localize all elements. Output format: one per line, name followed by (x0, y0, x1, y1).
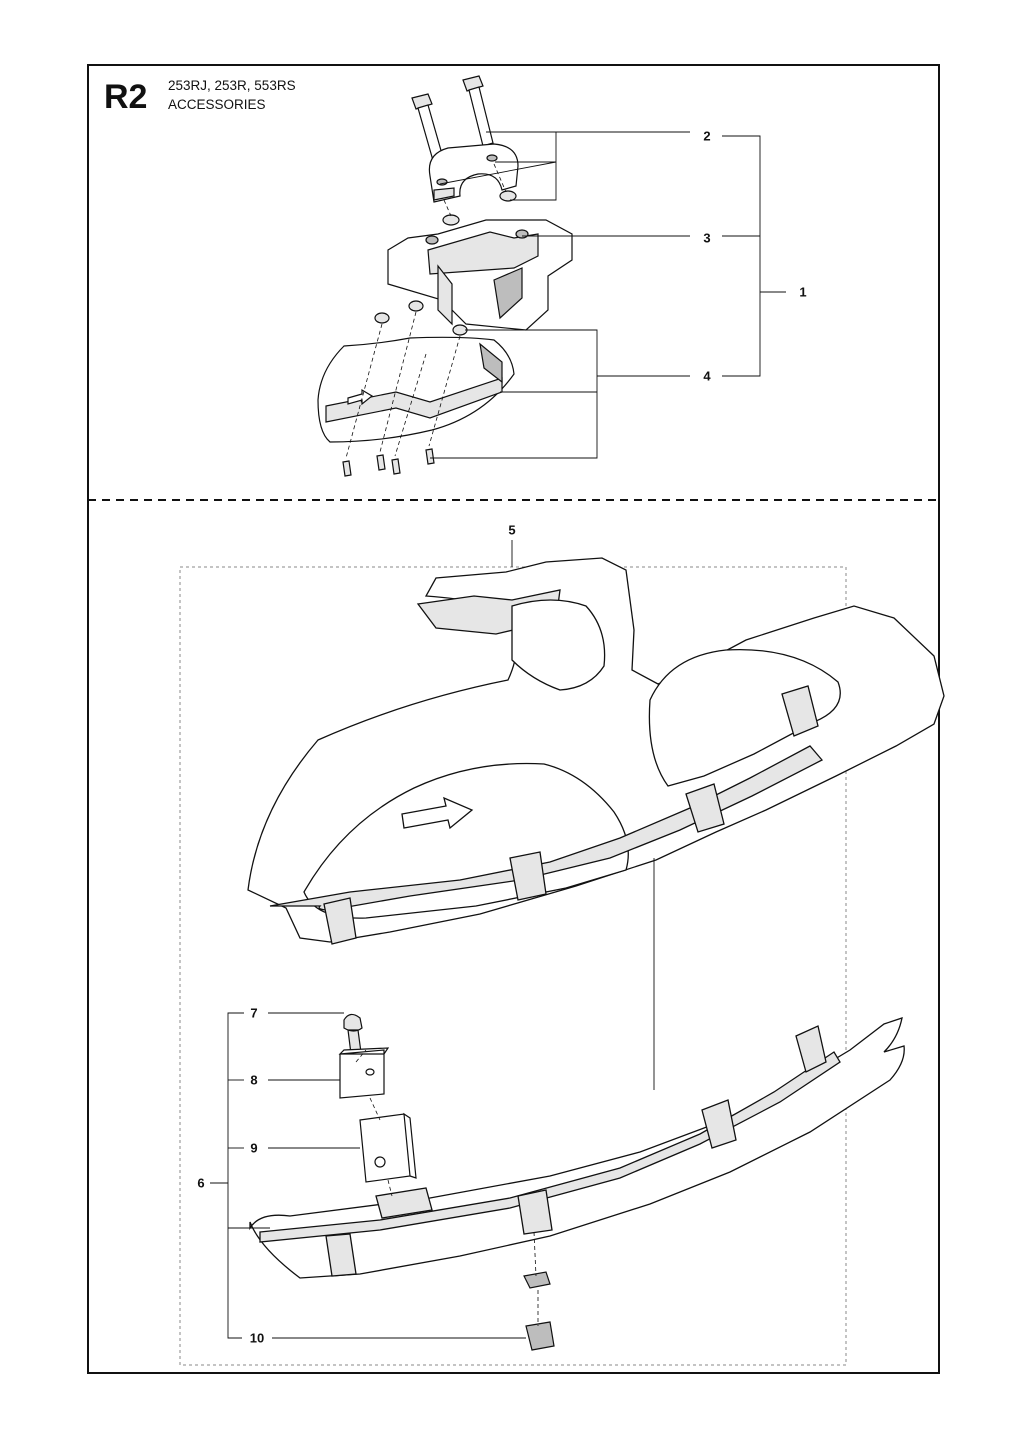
callout-3: 3 (703, 230, 711, 246)
callout-9: 9 (250, 1140, 258, 1156)
assembly-lines-upper (345, 163, 507, 459)
small-guard (317, 336, 515, 443)
insert-tab-1 (325, 1233, 357, 1277)
guard-tab-3 (685, 783, 725, 833)
upper-assembly (317, 75, 573, 477)
callout-2: 2 (703, 128, 711, 144)
bushing-1 (374, 312, 390, 324)
large-guard (247, 557, 945, 945)
bushing-3 (452, 324, 468, 336)
guard-tab-4 (781, 685, 819, 737)
kit-outline-box (179, 566, 847, 1366)
callout-5: 5 (508, 522, 516, 538)
blade-insert (249, 1017, 905, 1279)
clamp-bolts (411, 75, 494, 165)
callout-10: 10 (249, 1330, 265, 1346)
upper-clamp (428, 143, 519, 203)
leader-lines-upper (430, 131, 786, 459)
leader-lines-lower (210, 1012, 526, 1339)
model-list: 253RJ, 253R, 553RS (168, 78, 296, 93)
callout-1: 1 (799, 284, 807, 300)
callout-6: 6 (197, 1175, 205, 1191)
outer-frame (87, 64, 940, 1374)
spacer-block-9 (359, 1112, 417, 1183)
guard-tab-1 (323, 897, 357, 945)
clip-10 (523, 1271, 555, 1351)
bushing-2 (408, 300, 424, 312)
callout-7: 7 (250, 1005, 258, 1021)
callout-4: 4 (703, 368, 711, 384)
guard-bracket (387, 219, 573, 331)
guard-screws (342, 448, 435, 477)
insert-tab-2 (517, 1189, 553, 1235)
nut-plate-8 (338, 1047, 390, 1099)
section-caption: ACCESSORIES (168, 97, 266, 112)
callout-8: 8 (250, 1072, 258, 1088)
guard-tab-2 (509, 851, 547, 901)
insert-tab-3 (701, 1099, 737, 1149)
insert-hardware (338, 1013, 555, 1351)
spacer-left (442, 214, 460, 226)
spacer-right (499, 190, 517, 202)
insert-tab-4 (795, 1025, 827, 1073)
direction-arrow (401, 796, 474, 830)
section-code: R2 (104, 78, 148, 116)
